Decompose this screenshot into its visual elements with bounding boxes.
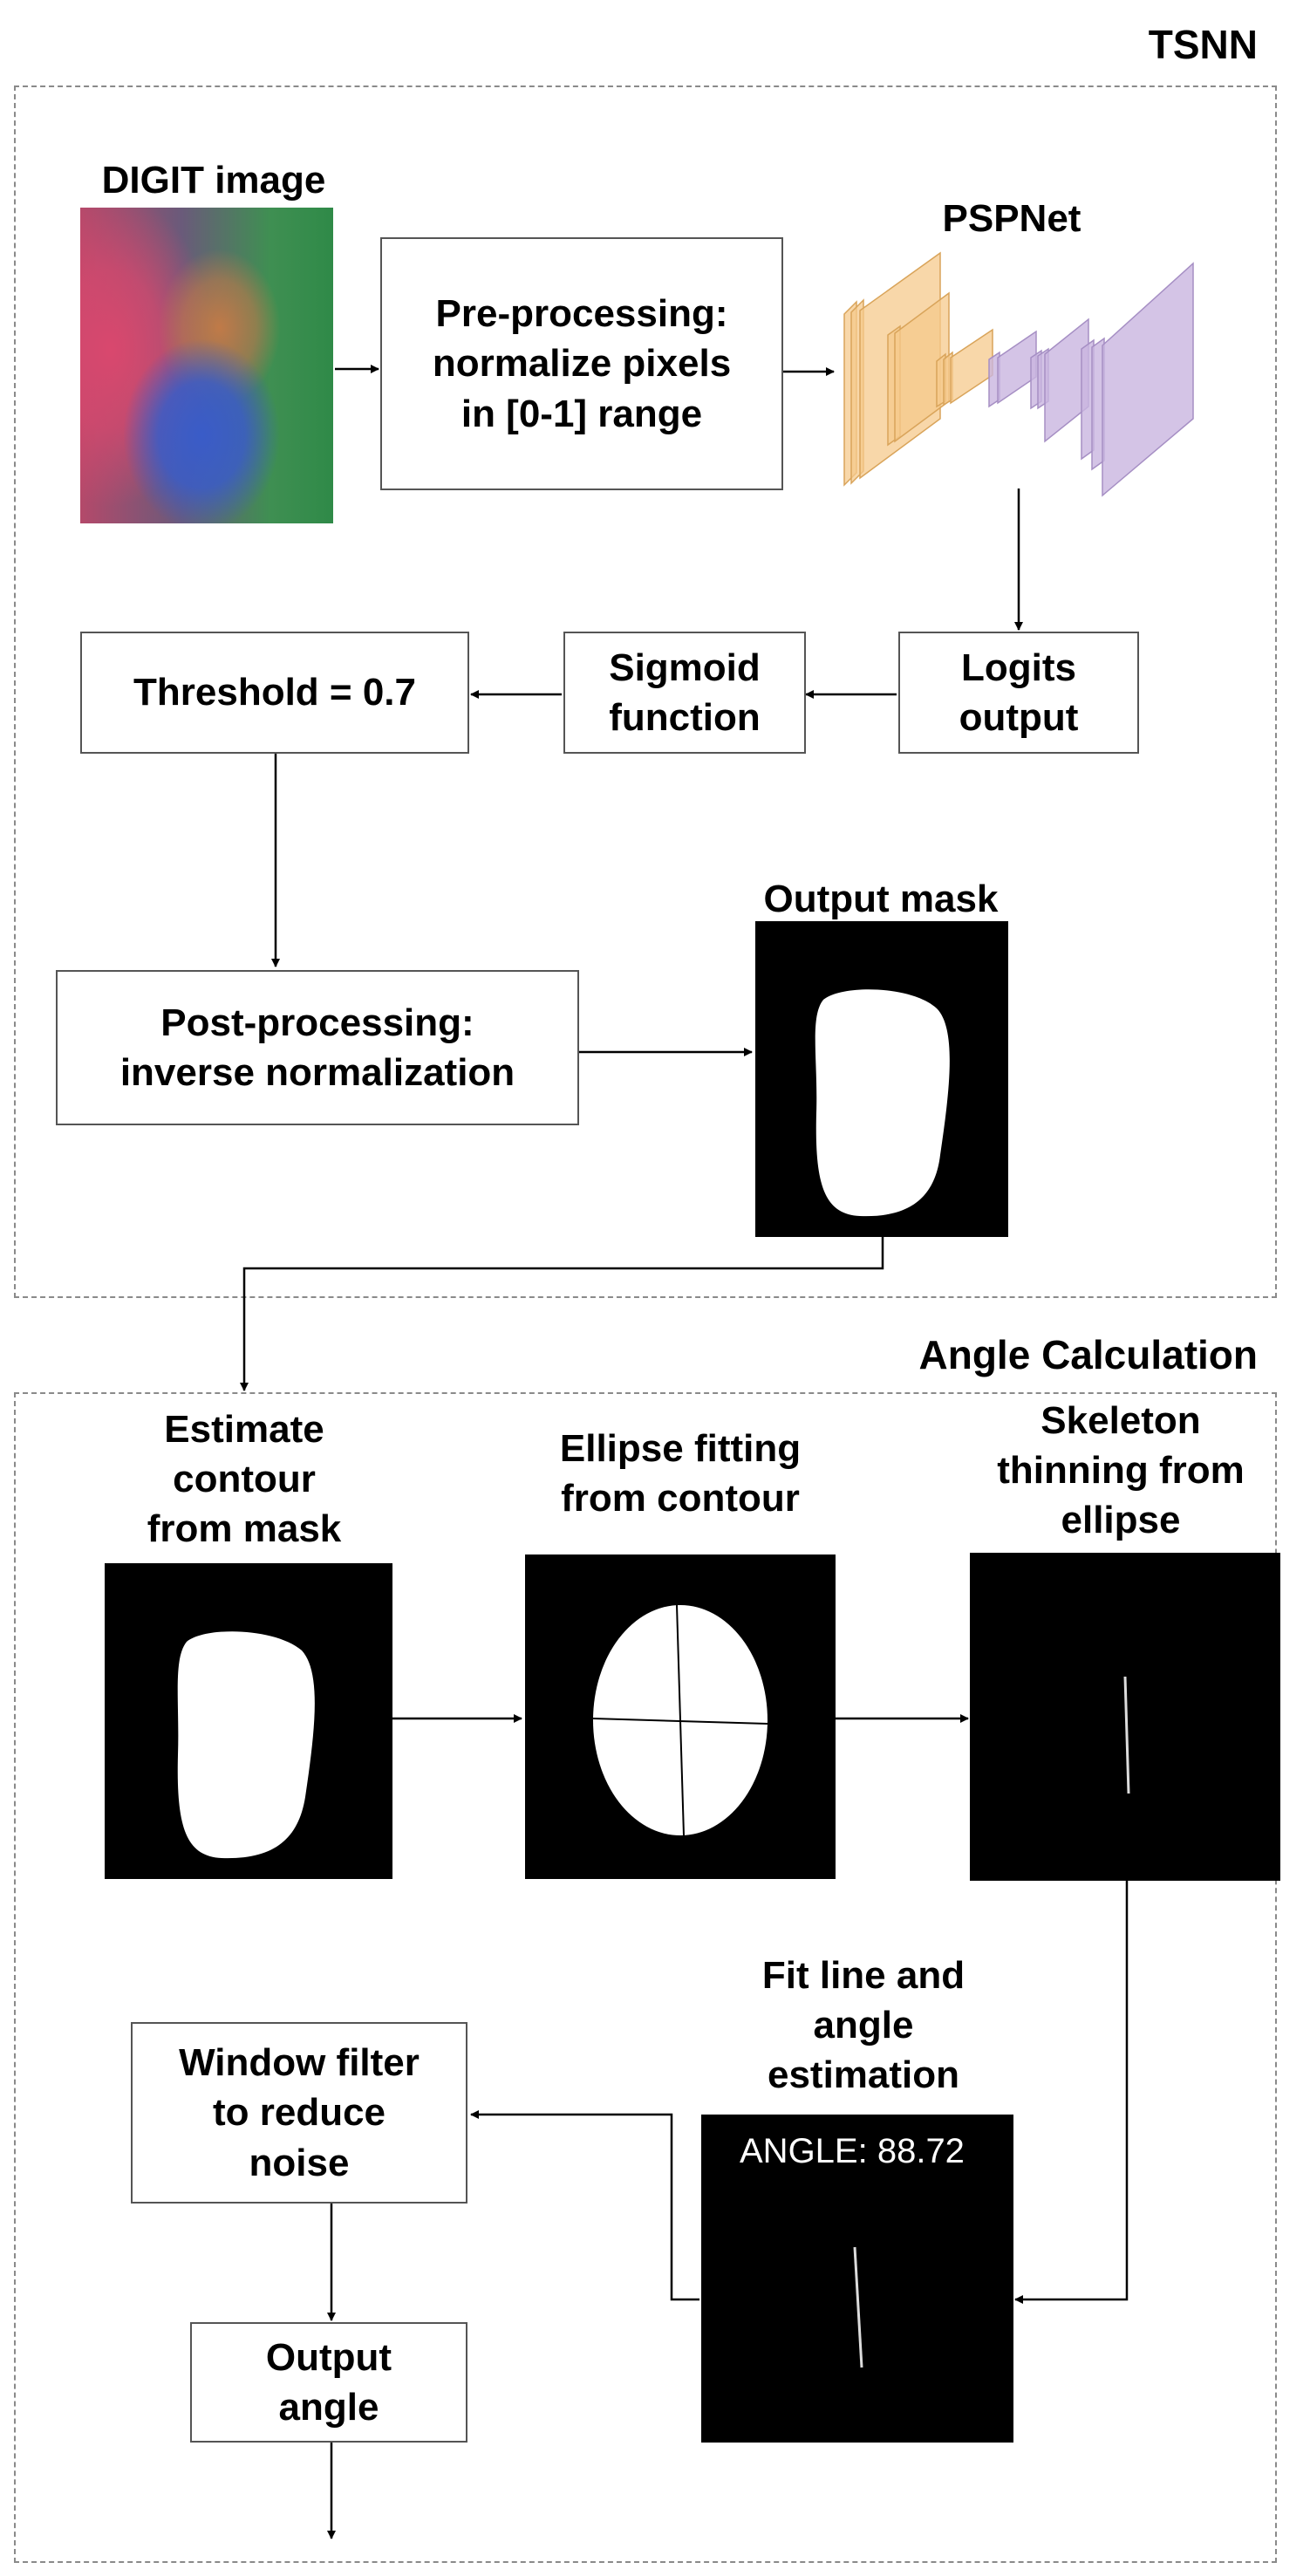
- fitline-label: Fit line and angle estimation: [761, 1954, 965, 2097]
- skeleton-label: Skeleton thinning from ellipse: [997, 1399, 1245, 1542]
- logits-output-text: Logits output: [959, 646, 1079, 739]
- preprocess-text: Pre-processing: normalize pixels in [0-1…: [432, 292, 732, 435]
- contour-blob: [177, 1631, 315, 1859]
- tsnn-frame: [14, 85, 1277, 1298]
- output-mask-image: [755, 921, 1008, 1237]
- ellipse-label: Ellipse fitting from contour: [559, 1427, 802, 1520]
- contour-image: [105, 1563, 392, 1879]
- pspnet-label: PSPNet: [942, 197, 1081, 240]
- pspnet-diagram: [843, 251, 1194, 497]
- sigmoid-text: Sigmoid function: [609, 646, 761, 739]
- window-filter-text: Window filter to reduce noise: [179, 2041, 420, 2184]
- ellipse-minor-axis: [592, 1718, 768, 1725]
- postprocess-text: Post-processing: inverse normalization: [119, 1001, 515, 1094]
- angle-calc-title: Angle Calculation: [918, 1332, 1258, 1377]
- fitted-line: [853, 2246, 863, 2368]
- output-angle-box: Output angle: [190, 2322, 467, 2443]
- output-mask-label: Output mask: [763, 878, 999, 920]
- angle-calc-frame: [14, 1392, 1277, 2563]
- logits-output-box: Logits output: [898, 632, 1139, 754]
- skeleton-line: [1123, 1676, 1130, 1794]
- output-angle-text: Output angle: [265, 2335, 392, 2429]
- threshold-box: Threshold = 0.7: [80, 632, 469, 754]
- mask-blob: [815, 989, 950, 1217]
- arrow-mask-to-contour: [240, 1237, 884, 1391]
- preprocess-box: Pre-processing: normalize pixels in [0-1…: [380, 237, 783, 490]
- angle-readout: ANGLE: 88.72: [740, 2132, 965, 2170]
- contour-label: Estimate contour from mask: [147, 1408, 342, 1551]
- digit-image-label: DIGIT image: [101, 159, 326, 202]
- digit-image: [80, 208, 333, 523]
- tsnn-title: TSNN: [1148, 22, 1258, 67]
- window-filter-box: Window filter to reduce noise: [131, 2022, 467, 2204]
- pspnet-encoder-layer: [950, 328, 993, 405]
- arrow-fitline-to-window: [470, 2110, 699, 2301]
- sigmoid-box: Sigmoid function: [563, 632, 806, 754]
- skeleton-image: [970, 1553, 1280, 1881]
- threshold-text: Threshold = 0.7: [133, 671, 416, 714]
- ellipse-image: [525, 1554, 836, 1879]
- pspnet-decoder-layer: [1102, 262, 1194, 497]
- fitline-image: [701, 2115, 1013, 2443]
- arrow-skeleton-to-fitline: [1014, 1881, 1129, 2304]
- postprocess-box: Post-processing: inverse normalization: [56, 970, 579, 1125]
